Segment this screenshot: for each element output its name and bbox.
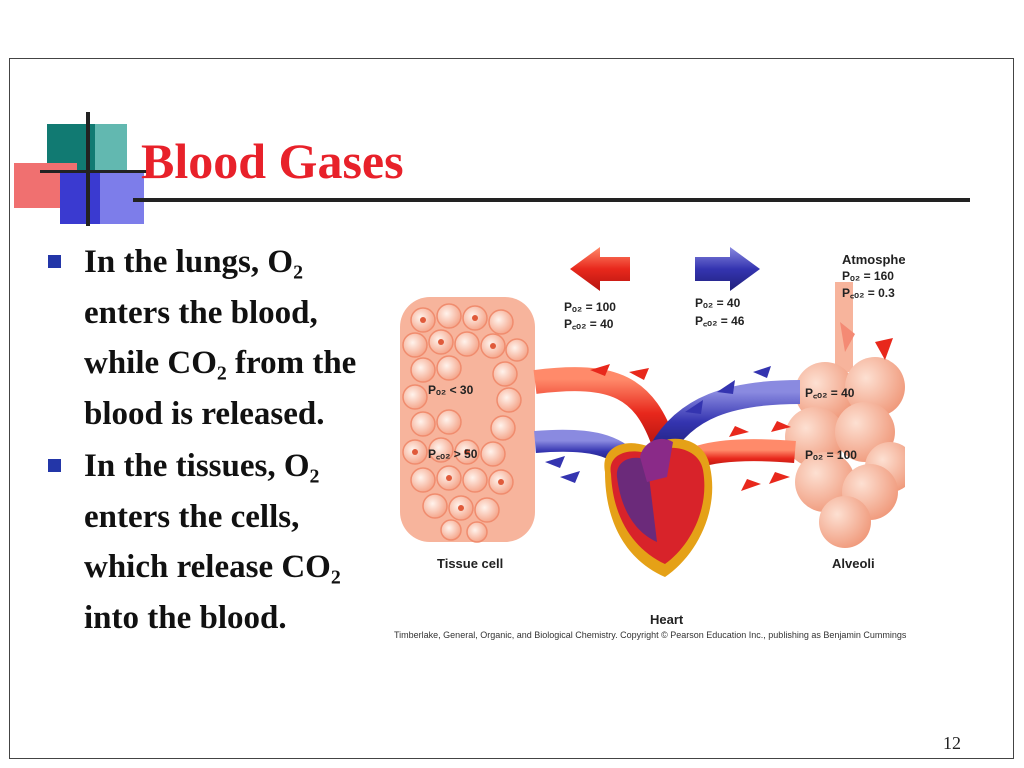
atmosphere-label: Atmosphere	[842, 252, 905, 267]
alveoli-pco2-label: P꜀ₒ₂ = 40	[805, 386, 855, 400]
top-blue-arrow	[695, 247, 760, 291]
bullet-text: In the lungs, O₂ enters the blood, while…	[84, 244, 357, 432]
arterial-vessel	[533, 367, 677, 451]
tissue-cells	[400, 297, 535, 543]
page-title: Blood Gases	[141, 133, 404, 189]
image-credit: Timberlake, General, Organic, and Biolog…	[394, 630, 907, 640]
bullet-text: In the tissues, O₂ enters the cells, whi…	[84, 448, 341, 636]
alveoli-po2-label: Pₒ₂ = 100	[805, 448, 857, 462]
heart-label: Heart	[650, 612, 684, 627]
tissue-cell-label: Tissue cell	[437, 556, 503, 571]
page-number: 12	[943, 733, 961, 753]
list-item: In the lungs, O₂ enters the blood, while…	[38, 237, 383, 439]
list-item: In the tissues, O₂ enters the cells, whi…	[38, 441, 383, 643]
title-underline	[133, 198, 970, 202]
venous-pco2-label: P꜀ₒ₂ = 46	[695, 314, 745, 328]
flow-arrows	[545, 322, 893, 491]
arterial-pco2-label: P꜀ₒ₂ = 40	[564, 317, 614, 331]
pulmonary-artery	[649, 380, 801, 459]
title-decoration	[14, 112, 150, 226]
bullet-list: In the lungs, O₂ enters the blood, while…	[38, 237, 383, 645]
gas-exchange-diagram: Pₒ₂ < 30 P꜀ₒ₂ > 50 Pₒ₂ = 100 P꜀ₒ₂ = 40 P…	[400, 247, 905, 627]
square-bullet-icon	[48, 255, 61, 268]
alveoli-cluster	[785, 282, 905, 548]
venous-po2-label: Pₒ₂ = 40	[695, 296, 741, 310]
atmosphere-pco2-label: P꜀ₒ₂ = 0.3	[842, 286, 895, 300]
tissue-pco2-label: P꜀ₒ₂ > 50	[428, 447, 478, 461]
tissue-po2-label: Pₒ₂ < 30	[428, 383, 474, 397]
alveoli-label: Alveoli	[832, 556, 875, 571]
top-red-arrow	[570, 247, 630, 291]
atmosphere-po2-label: Pₒ₂ = 160	[842, 269, 894, 283]
slide-border	[9, 58, 1014, 759]
heart-icon	[604, 438, 713, 577]
square-bullet-icon	[48, 459, 61, 472]
arterial-po2-label: Pₒ₂ = 100	[564, 300, 616, 314]
